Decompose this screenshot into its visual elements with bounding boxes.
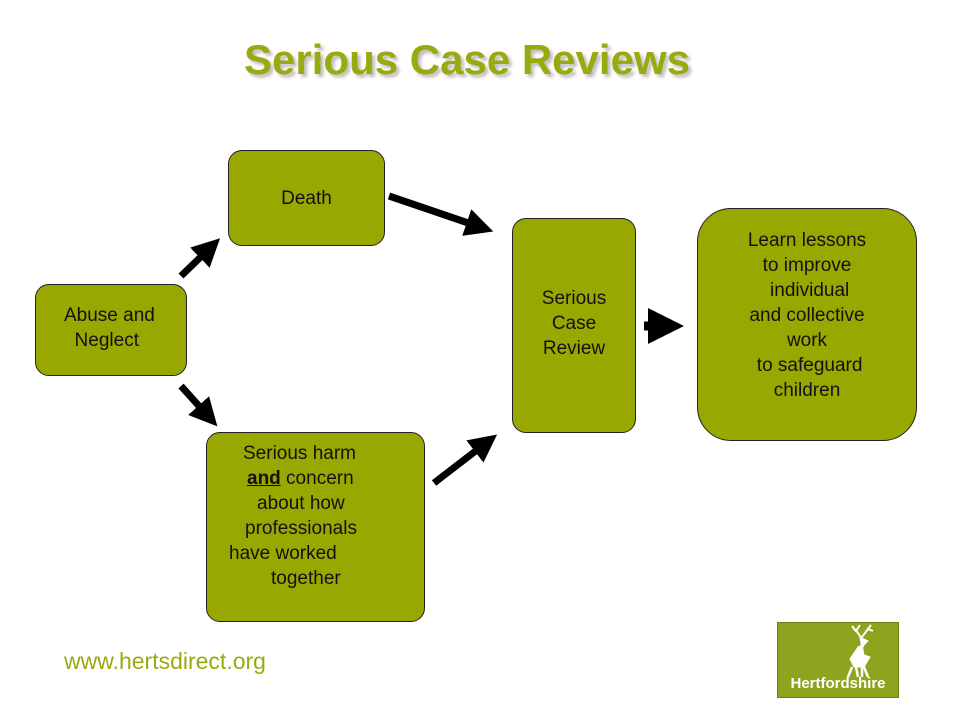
logo-text: Hertfordshire [790, 675, 886, 692]
page-title: Serious Case Reviews [244, 36, 690, 83]
harm-and-underlined: and [247, 468, 281, 489]
arrow-death-to-review [387, 192, 494, 236]
arrow-abuse-to-harm [178, 383, 218, 427]
learn-lessons-box: Learn lessons to improve individual and … [697, 208, 917, 441]
death-label: Death [281, 188, 332, 209]
stag-icon [846, 624, 874, 678]
harm-line-6: together [271, 568, 341, 589]
abuse-line-2: Neglect [64, 330, 139, 351]
review-line-3: Review [542, 338, 606, 359]
serious-case-review-box: Serious Case Review [512, 218, 636, 433]
lessons-line-7: children [773, 380, 841, 401]
harm-line-4: professionals [245, 518, 357, 539]
lessons-line-5: work [786, 330, 828, 351]
review-line-2: Case [551, 313, 597, 334]
arrow-abuse-to-death [178, 238, 221, 279]
harm-line-3: about how [257, 493, 345, 514]
lessons-line-3: individual [764, 280, 850, 301]
hertfordshire-logo: Hertfordshire [777, 622, 899, 698]
lessons-line-4: and collective [749, 305, 865, 326]
harm-line-2: and concern [207, 466, 424, 491]
harm-concern: concern [280, 468, 354, 489]
lessons-line-1: Learn lessons [747, 230, 867, 251]
lessons-line-6: to safeguard [751, 355, 863, 376]
abuse-neglect-box: Abuse and Neglect [35, 284, 187, 376]
death-box: Death [228, 150, 385, 246]
arrow-harm-to-review [431, 434, 498, 486]
website-url[interactable]: www.hertsdirect.org [64, 648, 266, 674]
serious-harm-box: Serious harm and concern about how profe… [206, 432, 425, 622]
abuse-line-1: Abuse and [64, 305, 155, 326]
harm-line-5: have worked [229, 543, 337, 564]
harm-line-1: Serious harm [243, 443, 356, 464]
lessons-line-2: to improve [762, 255, 852, 276]
review-line-1: Serious [541, 288, 607, 309]
